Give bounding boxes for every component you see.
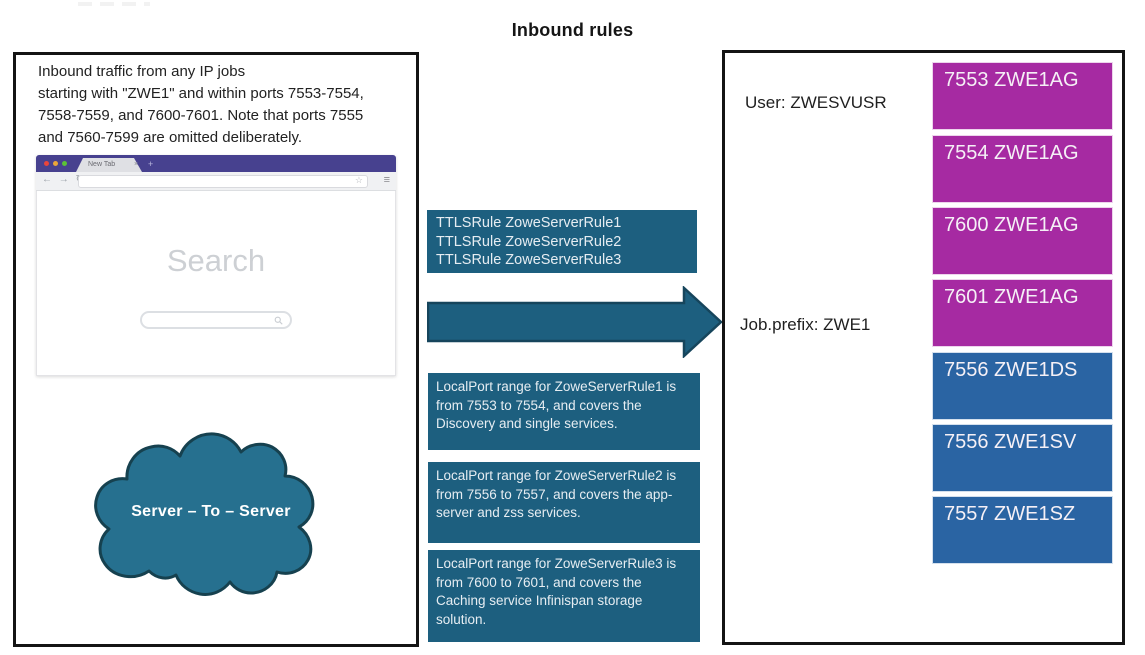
traffic-light-icons bbox=[44, 161, 67, 166]
browser-toolbar: ← → ↻ ☆ ≡ bbox=[36, 172, 396, 191]
description-line: 7558-7559, and 7600-7601. Note that port… bbox=[38, 107, 364, 124]
bookmark-star-icon: ☆ bbox=[354, 175, 363, 185]
close-window-icon bbox=[44, 161, 49, 166]
localport-note-text: LocalPort range for ZoweServerRule2 is f… bbox=[436, 468, 677, 520]
hamburger-menu-icon: ≡ bbox=[383, 174, 390, 186]
cloud-label: Server – To – Server bbox=[131, 502, 291, 520]
search-input bbox=[140, 311, 292, 329]
ttls-rules-box: TTLSRule ZoweServerRule1 TTLSRule ZoweSe… bbox=[427, 210, 697, 273]
user-label: User: ZWESVUSR bbox=[745, 93, 887, 112]
port-box-7553-zwe1ag: 7553 ZWE1AG bbox=[932, 62, 1113, 130]
job-prefix-label: Job.prefix: ZWE1 bbox=[740, 315, 871, 334]
source-panel: Inbound traffic from any IP jobs startin… bbox=[13, 52, 419, 647]
description-line: Inbound traffic from any IP jobs bbox=[38, 63, 246, 80]
maximize-window-icon bbox=[62, 161, 67, 166]
ttls-rule-line: TTLSRule ZoweServerRule1 bbox=[436, 215, 622, 231]
browser-page: Search bbox=[36, 191, 396, 376]
search-heading: Search bbox=[166, 243, 266, 278]
port-box-7556-zwe1sv: 7556 ZWE1SV bbox=[932, 424, 1113, 492]
port-box-7600-zwe1ag: 7600 ZWE1AG bbox=[932, 207, 1113, 275]
port-box-7601-zwe1ag: 7601 ZWE1AG bbox=[932, 279, 1113, 347]
server-to-server-cloud: Server – To – Server bbox=[86, 421, 336, 599]
port-box-7554-zwe1ag: 7554 ZWE1AG bbox=[932, 135, 1113, 203]
nav-arrows-icon: ← → ↻ bbox=[42, 174, 86, 185]
target-panel: User: ZWESVUSR Job.prefix: ZWE1 7553 ZWE… bbox=[722, 50, 1125, 645]
localport-note-rule3: LocalPort range for ZoweServerRule3 is f… bbox=[428, 550, 700, 642]
magnifier-icon bbox=[274, 316, 283, 325]
diagram-title: Inbound rules bbox=[511, 20, 634, 40]
screenshot-edge-artifact bbox=[78, 2, 150, 6]
ttls-rule-line: TTLSRule ZoweServerRule3 bbox=[436, 252, 622, 268]
new-tab-icon: + bbox=[148, 159, 154, 169]
browser-mockup: New Tab × + ← → ↻ ☆ ≡ Search bbox=[36, 155, 396, 376]
localport-note-rule1: LocalPort range for ZoweServerRule1 is f… bbox=[428, 373, 700, 450]
address-bar: ☆ bbox=[78, 175, 368, 188]
tab-close-icon: × bbox=[134, 161, 139, 168]
minimize-window-icon bbox=[53, 161, 58, 166]
ttls-rule-line: TTLSRule ZoweServerRule2 bbox=[436, 233, 622, 250]
description-line: starting with "ZWE1" and within ports 75… bbox=[38, 85, 364, 102]
inbound-traffic-description: Inbound traffic from any IP jobs startin… bbox=[38, 61, 364, 149]
port-box-7556-zwe1ds: 7556 ZWE1DS bbox=[932, 352, 1113, 420]
localport-note-text: LocalPort range for ZoweServerRule3 is f… bbox=[436, 556, 677, 627]
cloud-shape bbox=[94, 432, 315, 596]
browser-tab: New Tab bbox=[76, 158, 142, 172]
localport-note-rule2: LocalPort range for ZoweServerRule2 is f… bbox=[428, 462, 700, 543]
localport-note-text: LocalPort range for ZoweServerRule1 is f… bbox=[436, 379, 677, 431]
description-line: and 7560-7599 are omitted deliberately. bbox=[38, 129, 303, 146]
flow-arrow bbox=[427, 286, 723, 358]
port-box-7557-zwe1sz: 7557 ZWE1SZ bbox=[932, 496, 1113, 564]
browser-titlebar: New Tab × + bbox=[36, 155, 396, 172]
